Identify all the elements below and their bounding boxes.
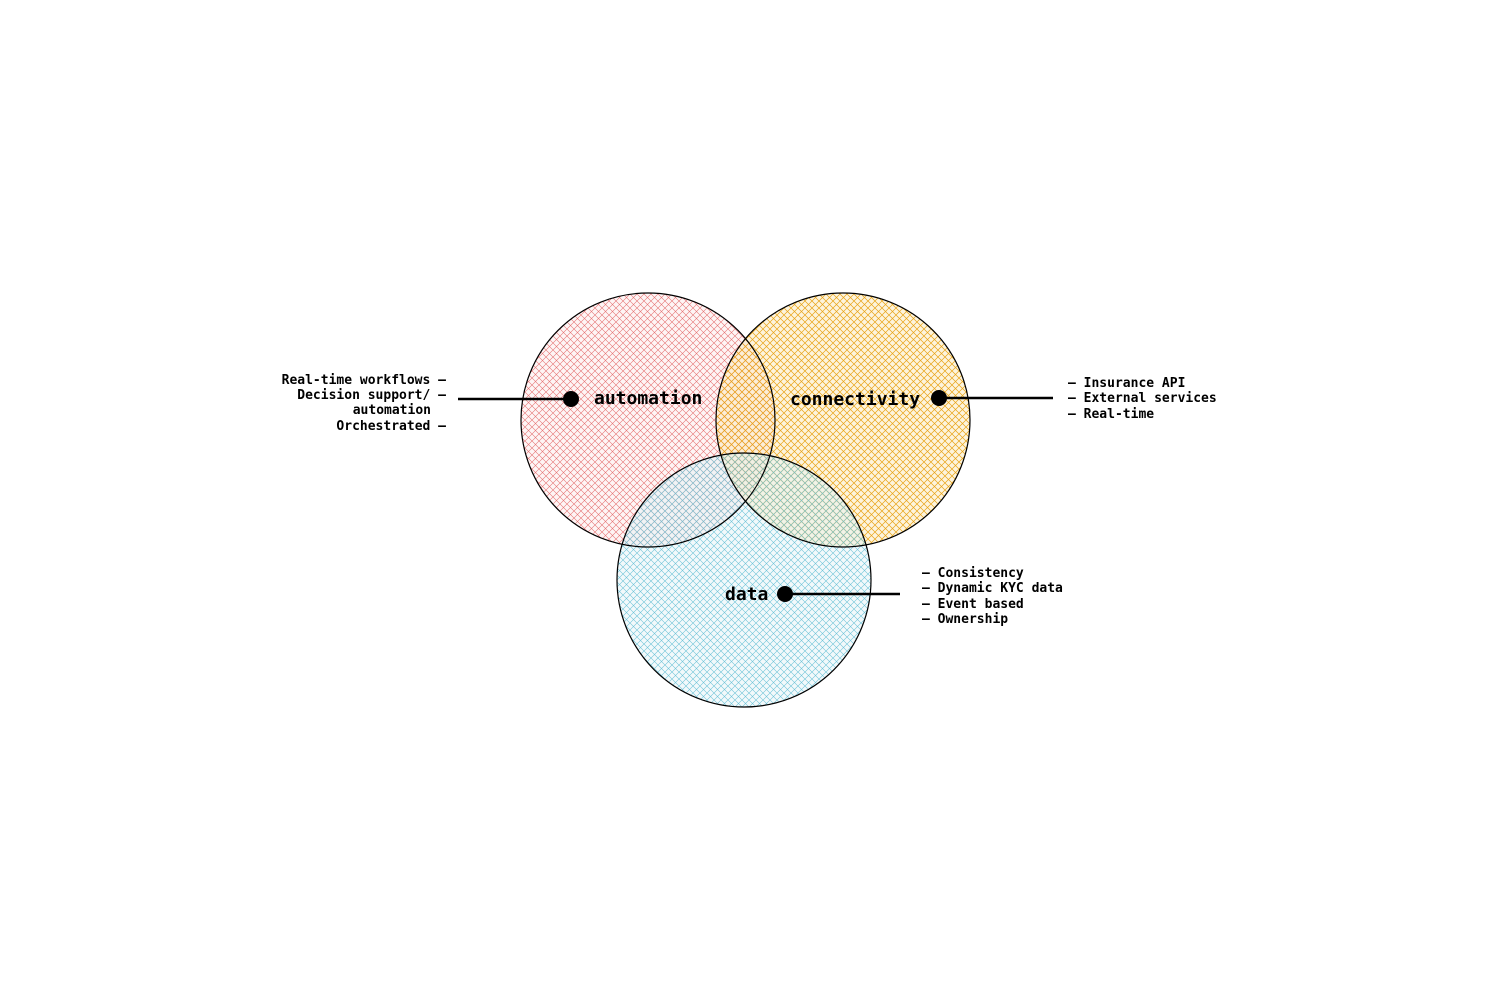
data-circle-hatch <box>617 453 871 707</box>
data-note: – Dynamic KYC data <box>922 581 1063 596</box>
data-circle <box>616 452 872 708</box>
automation-note: Orchestrated – <box>336 419 446 434</box>
automation-note: Real-time workflows – <box>282 373 447 388</box>
data-note: – Consistency <box>922 566 1024 581</box>
automation-note: automation <box>353 403 431 418</box>
connectivity-circle <box>715 292 971 548</box>
connectivity-note: – Insurance API <box>1068 376 1185 391</box>
data-note: – Event based <box>922 597 1024 612</box>
connectivity-note: – Real-time <box>1068 407 1154 422</box>
data-anchor-dot <box>777 586 793 602</box>
connectivity-label: connectivity <box>790 389 920 410</box>
automation-note: Decision support/ – <box>297 388 446 403</box>
data-label: data <box>725 584 768 605</box>
connectivity-anchor-dot <box>931 390 947 406</box>
automation-circle <box>520 292 776 548</box>
automation-label: automation <box>594 388 702 409</box>
data-note: – Ownership <box>922 612 1008 627</box>
connectivity-note: – External services <box>1068 391 1217 406</box>
automation-anchor-dot <box>563 391 579 407</box>
